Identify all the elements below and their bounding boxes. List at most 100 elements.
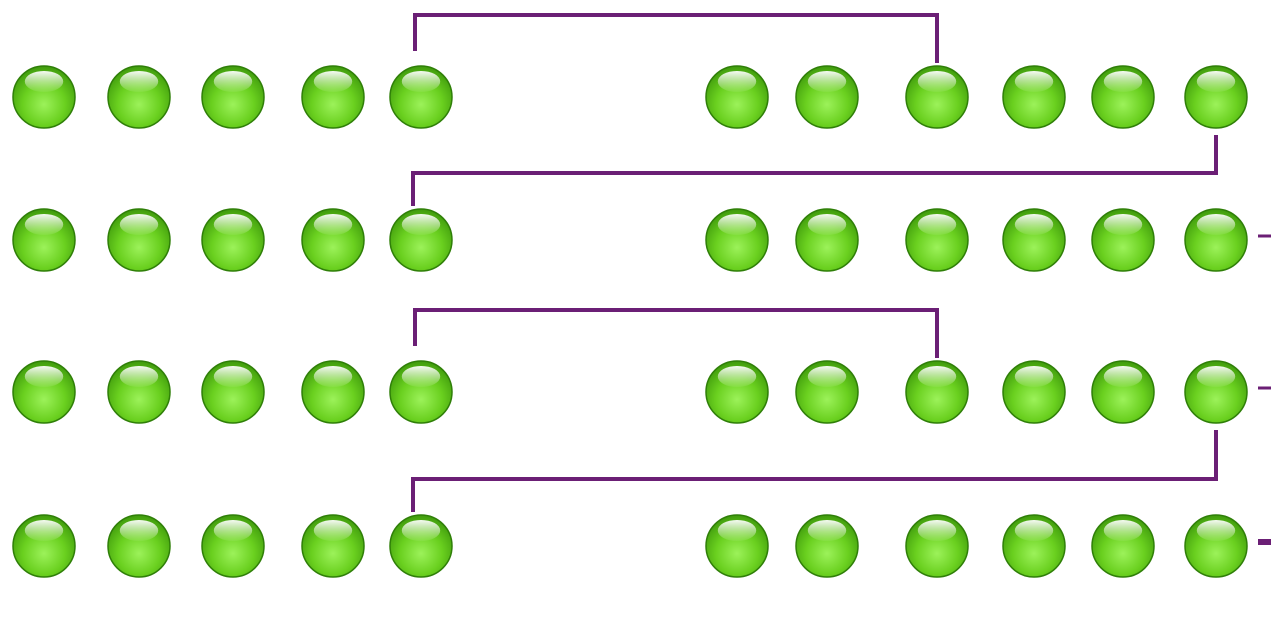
bead <box>1184 514 1248 578</box>
edge-marks <box>1258 234 1271 545</box>
bead-highlight <box>807 365 847 388</box>
bead-highlight <box>717 213 757 236</box>
bead <box>795 514 859 578</box>
bead-highlight <box>313 365 353 388</box>
bead <box>301 360 365 424</box>
bead <box>905 65 969 129</box>
bead <box>1091 208 1155 272</box>
bead <box>1091 360 1155 424</box>
bead <box>12 208 76 272</box>
bead <box>705 208 769 272</box>
bead-highlight <box>1014 70 1054 93</box>
bead-highlight <box>24 519 64 542</box>
bead-row-2 <box>12 208 1248 272</box>
bead-highlight <box>717 70 757 93</box>
bead-row-3 <box>12 360 1248 424</box>
bead <box>905 360 969 424</box>
bead-highlight <box>717 365 757 388</box>
bead <box>1184 208 1248 272</box>
bead-highlight <box>1103 365 1143 388</box>
connector-1 <box>413 13 939 63</box>
bead-highlight <box>1014 365 1054 388</box>
bead <box>107 514 171 578</box>
bead-highlight <box>213 213 253 236</box>
bead-highlight <box>213 365 253 388</box>
bead-row-4 <box>12 514 1248 578</box>
bead <box>1002 65 1066 129</box>
bead <box>107 360 171 424</box>
bead-highlight <box>1014 519 1054 542</box>
bead-highlight <box>313 519 353 542</box>
bead-highlight <box>1014 213 1054 236</box>
bead <box>201 208 265 272</box>
bead <box>389 65 453 129</box>
bead <box>705 65 769 129</box>
bead <box>12 65 76 129</box>
bead-highlight <box>401 70 441 93</box>
bead <box>905 514 969 578</box>
bead <box>107 65 171 129</box>
bead-highlight <box>401 213 441 236</box>
bead <box>301 208 365 272</box>
bead <box>1002 360 1066 424</box>
connector-4 <box>411 430 1218 512</box>
bead-highlight <box>1196 70 1236 93</box>
bead-highlight <box>917 519 957 542</box>
bead-highlight <box>24 70 64 93</box>
bead-highlight <box>917 70 957 93</box>
bead <box>1091 514 1155 578</box>
beads <box>12 65 1248 578</box>
bead-highlight <box>807 213 847 236</box>
bead-highlight <box>1103 70 1143 93</box>
connectors <box>411 13 1218 512</box>
bead-highlight <box>119 213 159 236</box>
bead-highlight <box>313 213 353 236</box>
bead-highlight <box>1196 519 1236 542</box>
bead-highlight <box>119 365 159 388</box>
bead <box>1184 360 1248 424</box>
bead <box>389 360 453 424</box>
bead-highlight <box>24 213 64 236</box>
bead-highlight <box>1196 213 1236 236</box>
bead-highlight <box>717 519 757 542</box>
bead-highlight <box>401 365 441 388</box>
bead-highlight <box>401 519 441 542</box>
bead-highlight <box>24 365 64 388</box>
bead-highlight <box>313 70 353 93</box>
bead-highlight <box>807 70 847 93</box>
bead <box>705 514 769 578</box>
bead-highlight <box>213 519 253 542</box>
bead <box>12 514 76 578</box>
bead <box>1002 514 1066 578</box>
bead <box>201 65 265 129</box>
bead <box>1184 65 1248 129</box>
bead <box>301 514 365 578</box>
bead <box>1091 65 1155 129</box>
bead-highlight <box>917 365 957 388</box>
bead-highlight <box>119 519 159 542</box>
bead <box>1002 208 1066 272</box>
bead <box>201 360 265 424</box>
bead <box>795 65 859 129</box>
bead-highlight <box>1196 365 1236 388</box>
bead-row-1 <box>12 65 1248 129</box>
bead-highlight <box>213 70 253 93</box>
bead <box>201 514 265 578</box>
bead <box>389 514 453 578</box>
bead <box>905 208 969 272</box>
bead <box>795 208 859 272</box>
bead <box>301 65 365 129</box>
bead-highlight <box>807 519 847 542</box>
bead <box>705 360 769 424</box>
bead <box>389 208 453 272</box>
bead-highlight <box>1103 213 1143 236</box>
bead-highlight <box>1103 519 1143 542</box>
bead <box>795 360 859 424</box>
bead <box>107 208 171 272</box>
connector-2 <box>411 135 1218 206</box>
bead-highlight <box>917 213 957 236</box>
connector-3 <box>413 308 939 358</box>
bead-highlight <box>119 70 159 93</box>
bead <box>12 360 76 424</box>
